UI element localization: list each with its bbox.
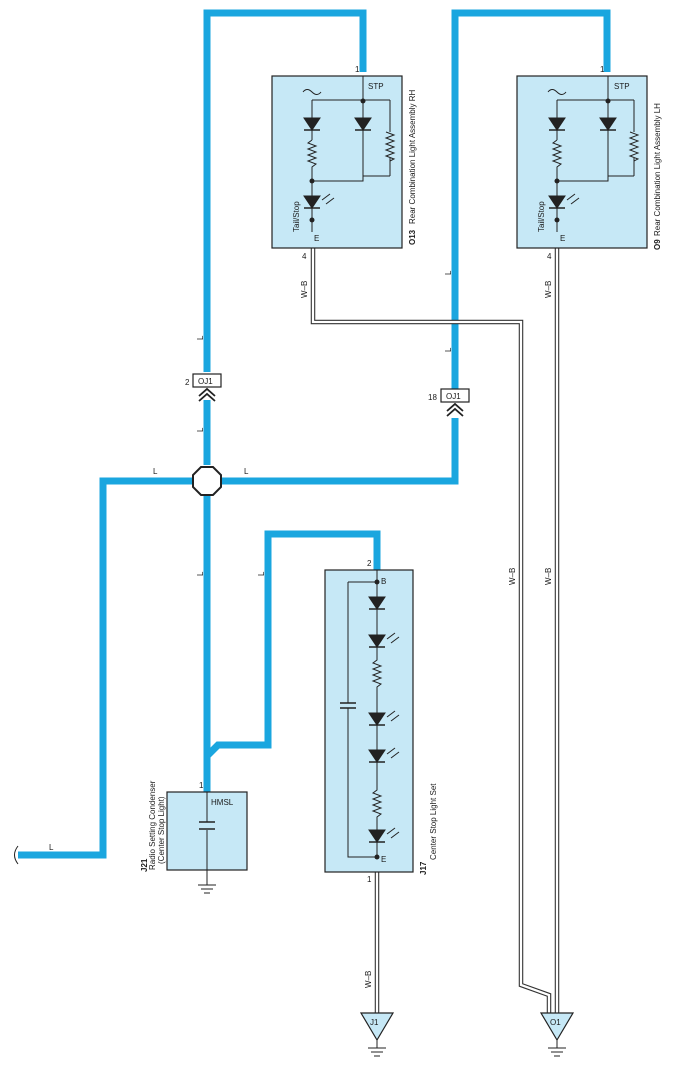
wire-label-l: L: [244, 467, 249, 476]
wire-label-l: L: [196, 427, 205, 432]
j17-term-b: B: [381, 577, 386, 586]
j21-pin-top: 1: [199, 781, 204, 790]
o13-term-stp: STP: [368, 82, 384, 91]
o13-inner-label: Tail/Stop: [292, 201, 301, 232]
ground-icon: [368, 1040, 386, 1057]
o9-term-e: E: [560, 234, 565, 243]
connector-chevron-icon: [198, 387, 216, 402]
oj1-left-pin: 2: [185, 378, 190, 387]
wire-label-wb: W–B: [364, 971, 373, 988]
j17-box: [324, 569, 414, 873]
component-o9: 1 STP E 4 Tail/Stop O9 Rear Combination …: [516, 65, 662, 261]
j21-term-hmsl: HMSL: [211, 798, 234, 807]
component-j17: 2 B E 1 J17 Center Stop Light Set: [324, 559, 438, 884]
o9-pin-top: 1: [600, 65, 605, 74]
wire-label-wb: W–B: [508, 568, 517, 585]
j17-pin-top: 2: [367, 559, 372, 568]
wire-l-oj1-right-to-junction: [222, 418, 459, 485]
j17-code: J17: [419, 861, 428, 875]
o13-term-e: E: [314, 234, 319, 243]
connector-oj1-left: 2 OJ1: [185, 373, 222, 402]
o13-pin-bottom: 4: [302, 252, 307, 261]
wire-label-l: L: [196, 335, 205, 340]
ground-icon: [198, 884, 216, 894]
wire-l-to-o9: [451, 9, 611, 390]
oj1-right-label: OJ1: [446, 392, 461, 401]
o9-name: Rear Combination Light Assembly LH: [653, 103, 662, 236]
j21-code: J21: [140, 858, 149, 872]
wire-break-symbol: [14, 845, 19, 865]
wire-label-l: L: [196, 571, 205, 576]
oj1-left-label: OJ1: [198, 377, 213, 386]
ground-icon: [548, 1040, 566, 1057]
wire-label-l: L: [49, 843, 54, 852]
o13-name: Rear Combination Light Assembly RH: [408, 89, 417, 224]
o9-box: [516, 75, 648, 249]
wire-l-network: [18, 9, 611, 859]
splice-junction: [192, 466, 222, 496]
ground-j1: J1: [359, 1012, 395, 1057]
ground-o1: O1: [539, 1012, 575, 1057]
j21-name-line1: Radio Setting Condenser: [148, 780, 157, 870]
oj1-right-pin: 18: [428, 393, 437, 402]
j17-pin-bottom: 1: [367, 875, 372, 884]
j17-term-e: E: [381, 855, 386, 864]
o13-code: O13: [408, 229, 417, 245]
connector-oj1-right: 18 OJ1: [428, 388, 470, 417]
component-o13: 1 STP E 4 Tail/Stop O13 Rear Combination…: [271, 65, 417, 261]
wire-l-to-o13: [203, 9, 367, 372]
o13-pin-top: 1: [355, 65, 360, 74]
ground-o1-label: O1: [550, 1018, 561, 1027]
wire-label-wb: W–B: [544, 568, 553, 585]
wire-label-wb: W–B: [300, 281, 309, 298]
wire-label-l: L: [444, 347, 453, 352]
wire-label-wb: W–B: [544, 281, 553, 298]
o9-pin-bottom: 4: [547, 252, 552, 261]
ac-symbol-icon: [547, 89, 567, 95]
j17-name: Center Stop Light Set: [429, 783, 438, 860]
wire-wb-network: [310, 248, 560, 1013]
connector-chevron-icon: [446, 402, 464, 417]
j21-name-line2: (Center Stop Light): [157, 796, 166, 864]
wire-l-to-left-exit: [18, 477, 193, 859]
o13-box: [271, 75, 403, 249]
wire-l-to-j17: [204, 530, 381, 759]
wire-labels: L L L L L L L L L W–B W–B W–B W–B W–B: [49, 270, 553, 988]
wire-label-l: L: [444, 270, 453, 275]
ground-j1-label: J1: [370, 1018, 379, 1027]
component-j21: 1 HMSL J21 Radio Setting Condenser (Cent…: [140, 780, 248, 894]
wire-label-l: L: [257, 571, 266, 576]
o9-term-stp: STP: [614, 82, 630, 91]
ac-symbol-icon: [302, 89, 322, 95]
wire-label-l: L: [153, 467, 158, 476]
o9-code: O9: [653, 239, 662, 250]
o9-inner-label: Tail/Stop: [537, 201, 546, 232]
